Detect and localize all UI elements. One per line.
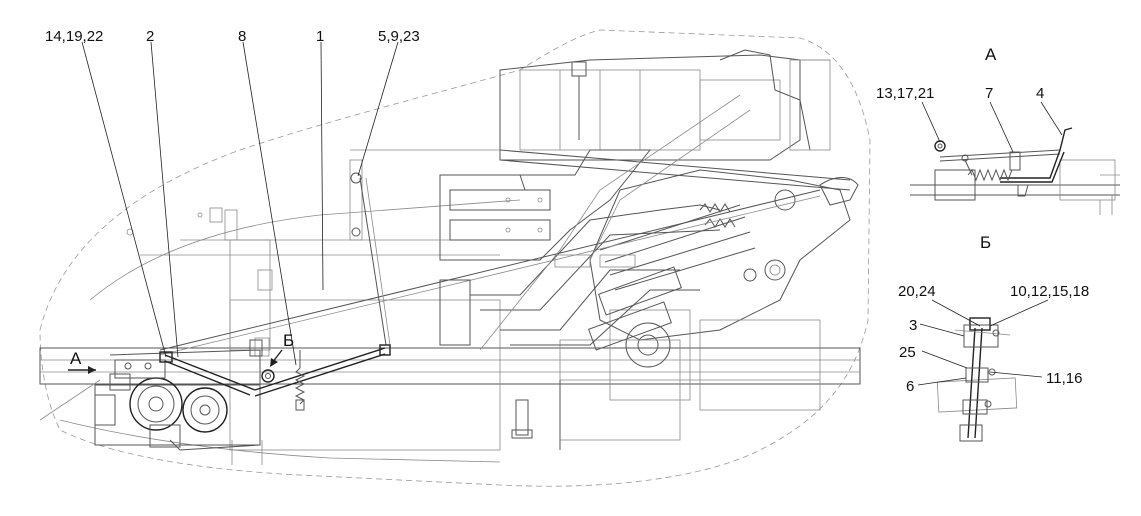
control-linkage [159,339,386,411]
callout-6: 6 [906,378,914,395]
view-a-arrowhead [88,366,96,374]
callout-1: 1 [316,28,324,45]
guard-panels [439,94,751,351]
callout-8: 8 [238,28,246,45]
callout-10-12-15-18: 10,12,15,18 [1010,283,1089,300]
callout-2: 2 [146,28,154,45]
callout-labels: 14,19,22 2 8 1 5,9,23 А Б А 13,17,21 7 4… [45,28,1089,395]
view-b-marker: Б [283,331,294,350]
main-view-leaders [68,41,399,374]
gearbox-unit [94,349,261,451]
view-b-title: Б [980,233,991,252]
callout-13-17-21: 13,17,21 [876,85,934,102]
view-a-title: А [985,45,997,64]
machine-body [39,29,871,487]
view-b-arrowhead [270,358,278,367]
callout-14-19-22: 14,19,22 [45,28,103,45]
callout-25: 25 [899,344,916,361]
view-b-detail [917,299,1049,442]
callout-7: 7 [985,85,993,102]
callout-5-9-23: 5,9,23 [378,28,420,45]
view-a-marker: А [70,349,82,368]
callout-20-24: 20,24 [898,283,936,300]
callout-4: 4 [1036,85,1044,102]
callout-3: 3 [909,317,917,334]
callout-11-16: 11,16 [1046,370,1082,387]
view-a-detail [910,101,1120,215]
